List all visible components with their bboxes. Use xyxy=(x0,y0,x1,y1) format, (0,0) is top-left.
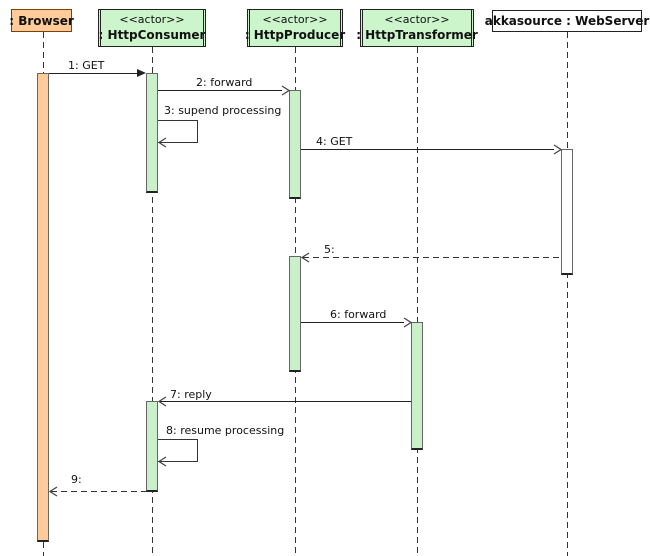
lifeline-webserver xyxy=(567,32,568,556)
message-8-label: 8: resume processing xyxy=(166,424,285,437)
participant-name: akkasource : WebServer xyxy=(484,14,650,28)
message-4-label: 4: GET xyxy=(316,135,353,148)
lifeline-consumer xyxy=(152,47,153,556)
participant-stereotype: <<actor>> xyxy=(119,13,185,26)
participant-stereotype: <<actor>> xyxy=(384,13,450,26)
participant-box-httptransformer: <<actor>> : HttpTransformer xyxy=(356,9,478,47)
message-7-arrowhead xyxy=(158,396,167,407)
participant-stereotype: <<actor>> xyxy=(262,13,328,26)
activation-bar-producer-1 xyxy=(289,90,301,199)
activation-bar-producer-2 xyxy=(289,256,301,372)
activation-bar-consumer-2 xyxy=(146,401,158,492)
message-4-line xyxy=(301,149,554,150)
message-1-line xyxy=(49,73,137,74)
participant-name: : HttpConsumer xyxy=(98,28,206,42)
lifeline-transformer xyxy=(417,47,418,556)
message-2-label: 2: forward xyxy=(196,76,253,89)
message-8-selfcall xyxy=(158,439,198,462)
message-9-label: 9: xyxy=(71,473,82,486)
message-5-arrowhead xyxy=(301,252,310,263)
message-1-arrowhead xyxy=(137,69,146,77)
participant-name: : HttpProducer xyxy=(244,28,346,42)
message-7-label: 7: reply xyxy=(170,388,212,401)
activation-bar-webserver xyxy=(561,149,573,275)
participant-name: : Browser xyxy=(9,13,74,28)
activation-bar-transformer xyxy=(411,322,423,450)
message-3-arrowhead xyxy=(158,137,167,148)
message-3-label: 3: supend processing xyxy=(164,104,282,117)
message-2-arrowhead xyxy=(281,85,290,96)
participant-box-httpproducer: <<actor>> : HttpProducer xyxy=(244,9,346,47)
message-4-arrowhead xyxy=(553,144,562,155)
message-1-label: 1: GET xyxy=(68,59,105,72)
message-6-label: 6: forward xyxy=(330,308,387,321)
message-6-arrowhead xyxy=(403,317,412,328)
message-8-arrowhead xyxy=(158,456,167,467)
participant-name: : HttpTransformer xyxy=(356,28,478,42)
message-7-line xyxy=(160,401,411,402)
message-9-arrowhead xyxy=(49,486,58,497)
activation-bar-browser xyxy=(37,73,49,542)
participant-box-webserver: akkasource : WebServer xyxy=(485,10,649,32)
message-5-label: 5: xyxy=(324,243,335,256)
participant-box-browser: : Browser xyxy=(9,9,74,32)
activation-bar-consumer-1 xyxy=(146,73,158,193)
message-2-line xyxy=(158,90,282,91)
message-5-line xyxy=(303,257,561,258)
message-3-selfcall xyxy=(158,120,198,143)
message-9-line xyxy=(51,491,146,492)
message-6-line xyxy=(301,322,404,323)
participant-box-httpconsumer: <<actor>> : HttpConsumer xyxy=(98,9,206,47)
